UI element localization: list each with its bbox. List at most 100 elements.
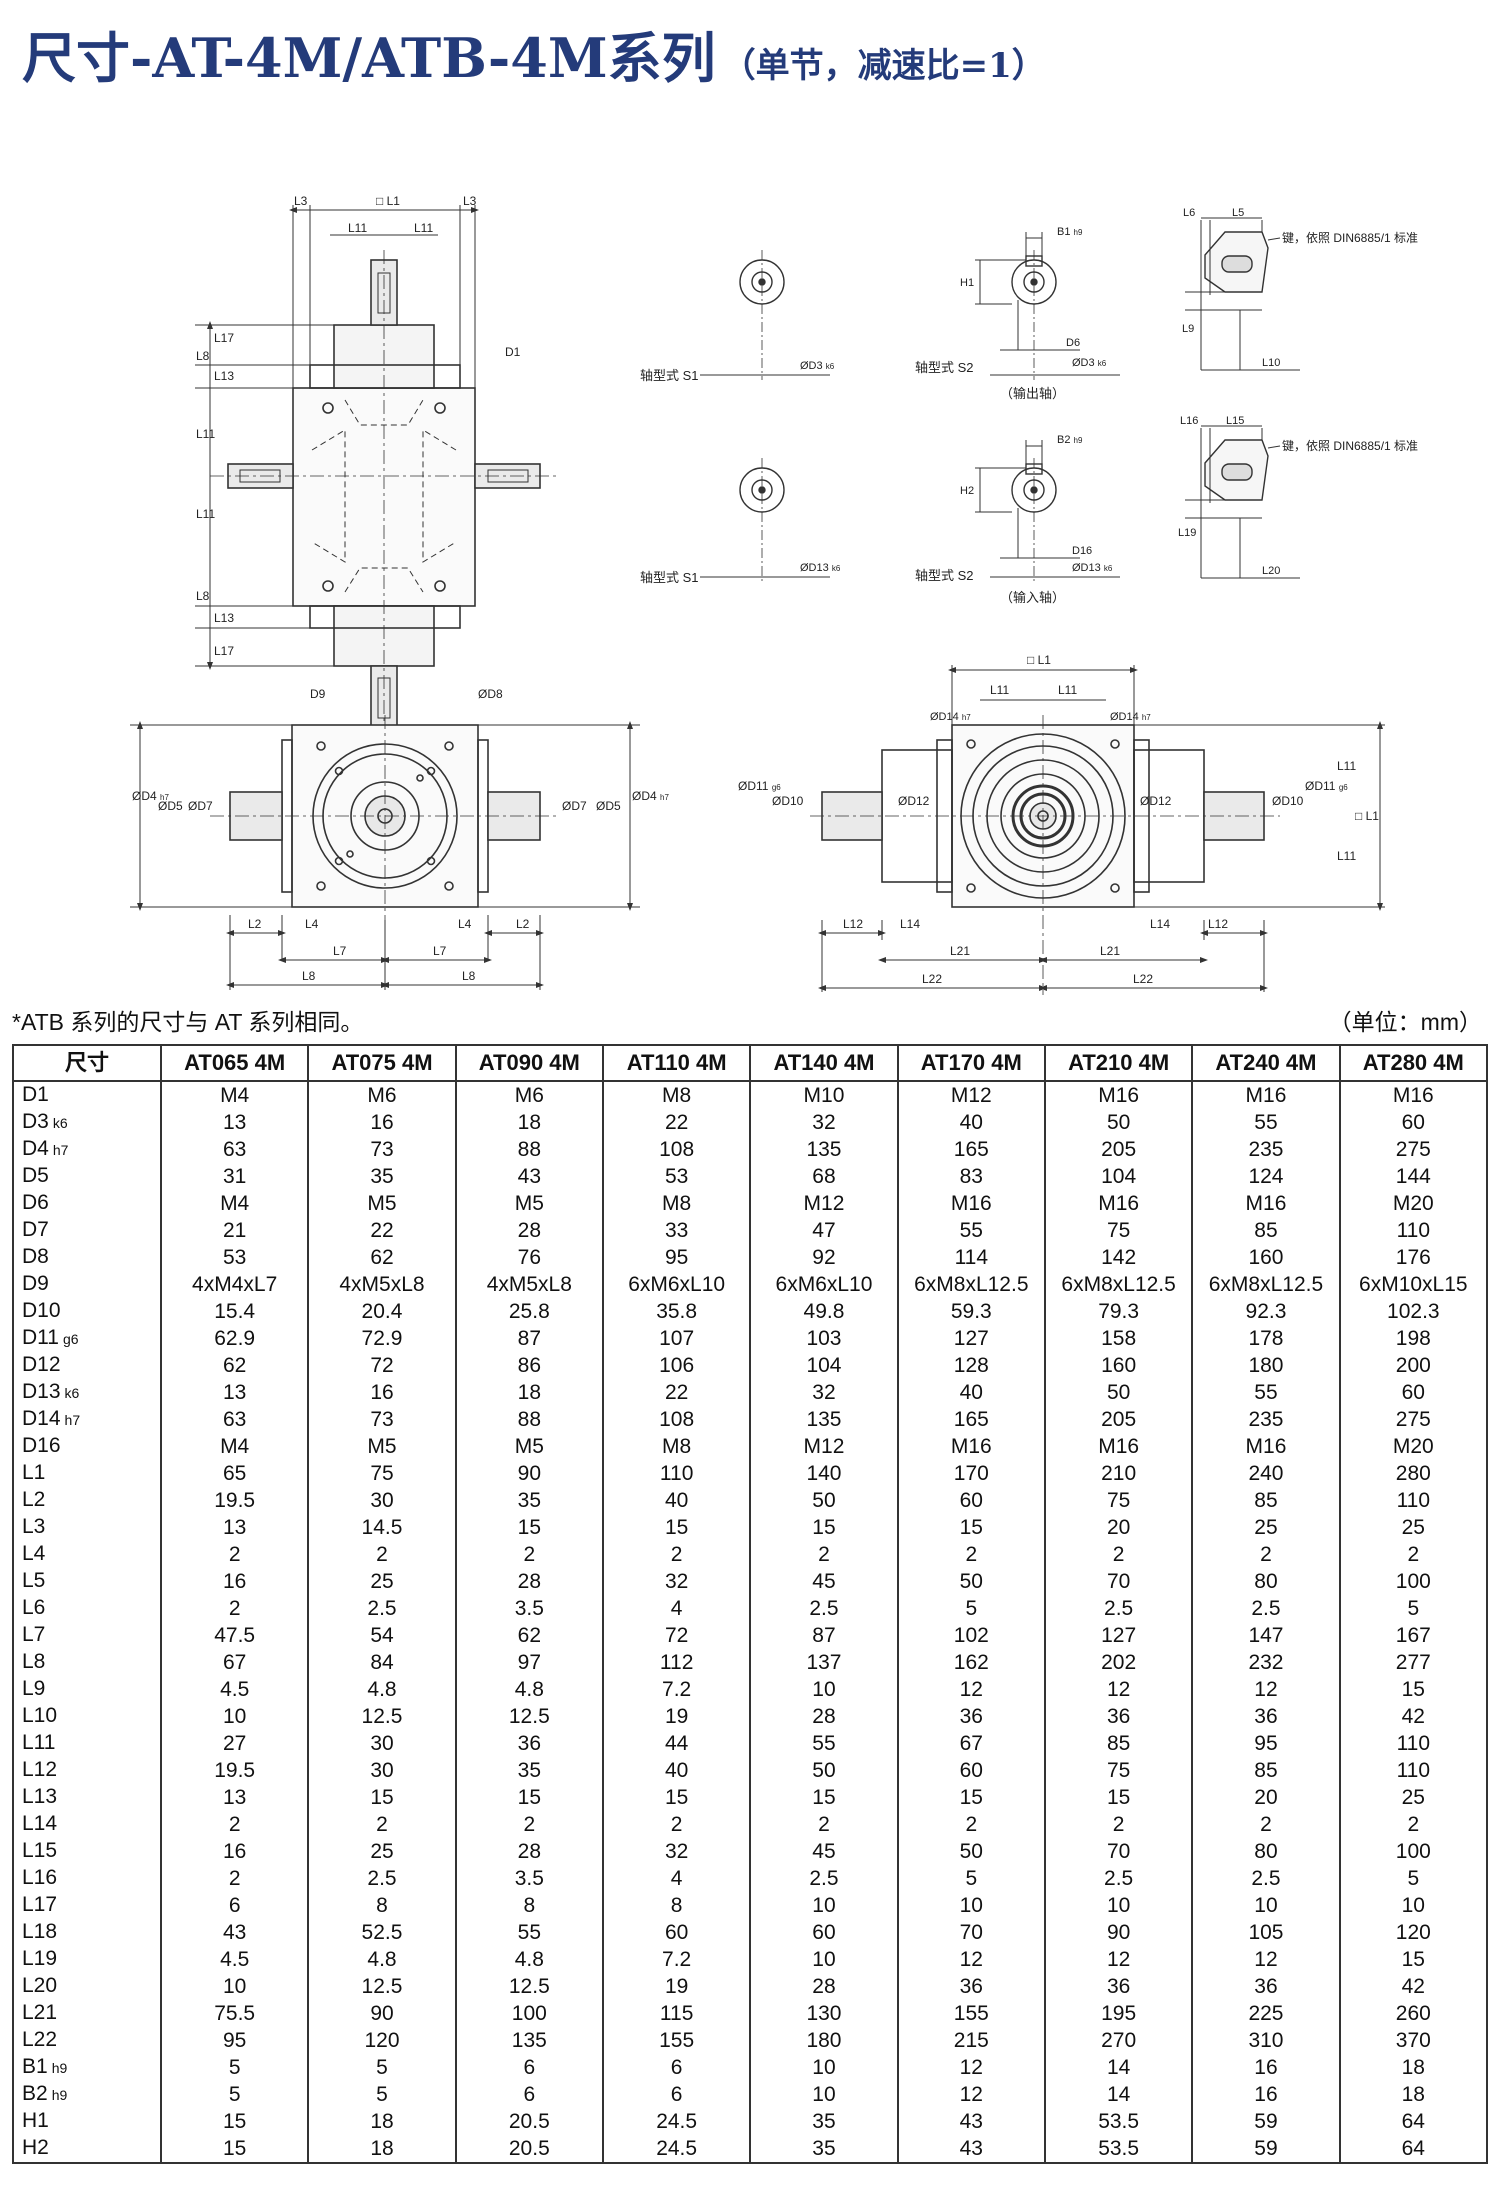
table-cell: 15 <box>601 1514 752 1541</box>
row-label: L11 <box>12 1730 162 1757</box>
table-cell: 10 <box>749 2054 899 2081</box>
row-label-suffix: g6 <box>62 1331 79 1347</box>
table-cell: 120 <box>1338 1919 1489 1946</box>
table-cell: 28 <box>454 1568 604 1595</box>
table-cell: 16 <box>307 1379 457 1406</box>
dim-h2: H2 <box>960 485 974 497</box>
table-cell: 277 <box>1338 1649 1489 1676</box>
table-cell: 215 <box>896 2027 1046 2054</box>
table-cell: 4.8 <box>307 1946 457 1973</box>
table-cell: 64 <box>1338 2108 1489 2135</box>
table-cell: 90 <box>307 2000 457 2027</box>
table-cell: 12 <box>896 1676 1046 1703</box>
row-label-text: L14 <box>22 1812 58 1835</box>
table-cell: 12 <box>896 2081 1046 2108</box>
table-cell: 110 <box>1338 1487 1489 1514</box>
table-cell: 13 <box>159 1784 310 1811</box>
row-label-suffix: h9 <box>51 2060 68 2076</box>
dim-l13-bottom: L13 <box>214 611 234 625</box>
dim-d16: D16 <box>1072 545 1092 557</box>
dim-l3-right: L3 <box>463 194 477 208</box>
table-cell: 2 <box>159 1811 310 1838</box>
row-label-text: L10 <box>22 1704 58 1727</box>
table-cell: 62 <box>307 1244 457 1271</box>
label-output-shaft: （输出轴） <box>1000 386 1065 401</box>
table-cell: 53 <box>601 1163 752 1190</box>
top-view-drawing <box>210 250 560 745</box>
table-cell: 6xM8xL12.5 <box>896 1271 1046 1298</box>
dim-l21-left: L21 <box>950 944 970 958</box>
dim-l2-right: L2 <box>516 917 530 931</box>
table-cell: M4 <box>159 1190 310 1217</box>
table-cell: 103 <box>749 1325 899 1352</box>
table-cell: M16 <box>1043 1433 1194 1460</box>
row-label-text: D16 <box>22 1434 61 1457</box>
table-cell: 144 <box>1338 1163 1489 1190</box>
label-s1-input: 轴型式 S1 <box>640 570 699 585</box>
table-cell: M4 <box>159 1433 310 1460</box>
table-cell: 32 <box>749 1109 899 1136</box>
front-view-left-drawing <box>210 715 560 920</box>
table-cell: 102.3 <box>1338 1298 1489 1325</box>
table-cell: M4 <box>159 1081 310 1109</box>
table-cell: 24.5 <box>601 2108 752 2135</box>
dim-l15: L15 <box>1226 415 1244 427</box>
table-cell: 43 <box>454 1163 604 1190</box>
table-cell: M5 <box>454 1433 604 1460</box>
technical-drawings: □ L1 L3 L3 L11 L11 L8 L17 L13 L11 L11 L8… <box>130 194 1418 995</box>
row-label-suffix: k6 <box>64 1385 80 1401</box>
table-cell: 28 <box>454 1838 604 1865</box>
table-cell: 10 <box>159 1973 310 2000</box>
dim-d14-left: ØD14 h7 <box>930 711 971 723</box>
row-label-suffix: h7 <box>52 1142 69 1158</box>
table-cell: 12.5 <box>454 1703 604 1730</box>
table-cell: 13 <box>159 1514 310 1541</box>
header-model: AT065 4M <box>159 1044 310 1082</box>
table-cell: 4 <box>601 1595 752 1622</box>
row-label: L10 <box>12 1703 162 1730</box>
table-cell: 27 <box>159 1730 310 1757</box>
table-cell: 75 <box>307 1460 457 1487</box>
table-cell: 2 <box>307 1541 457 1568</box>
table-cell: 85 <box>1043 1730 1194 1757</box>
table-cell: 5 <box>1338 1595 1489 1622</box>
table-cell: 4.8 <box>454 1946 604 1973</box>
table-cell: 80 <box>1191 1838 1341 1865</box>
title-main: 尺寸-AT-4M/ATB-4M系列 <box>22 26 716 90</box>
dim-l12-right: L12 <box>1208 917 1228 931</box>
row-label: L5 <box>12 1568 162 1595</box>
table-cell: 10 <box>749 1892 899 1919</box>
table-cell: 162 <box>896 1649 1046 1676</box>
table-cell: 275 <box>1338 1406 1489 1433</box>
row-label: H2 <box>12 2135 162 2164</box>
table-cell: 2.5 <box>1043 1595 1194 1622</box>
table-cell: 2.5 <box>307 1865 457 1892</box>
dim-d13-s1: ØD13 k6 <box>800 562 841 574</box>
table-cell: 63 <box>159 1406 310 1433</box>
row-label: L21 <box>12 2000 162 2027</box>
table-cell: 55 <box>1191 1379 1341 1406</box>
table-cell: 13 <box>159 1379 310 1406</box>
table-cell: 205 <box>1043 1406 1194 1433</box>
table-cell: 110 <box>1338 1757 1489 1784</box>
front-view-left-dims <box>130 721 640 990</box>
table-cell: 3.5 <box>454 1865 604 1892</box>
table-cell: 72 <box>601 1622 752 1649</box>
table-cell: 280 <box>1338 1460 1489 1487</box>
table-cell: 25 <box>1338 1784 1489 1811</box>
table-cell: 68 <box>749 1163 899 1190</box>
table-cell: 2 <box>159 1865 310 1892</box>
table-cell: 15 <box>1338 1946 1489 1973</box>
header-model: AT090 4M <box>454 1044 604 1082</box>
dim-l20: L20 <box>1262 565 1280 577</box>
table-cell: 6 <box>159 1892 310 1919</box>
table-cell: 53.5 <box>1043 2108 1194 2135</box>
table-cell: 15 <box>159 2108 310 2135</box>
